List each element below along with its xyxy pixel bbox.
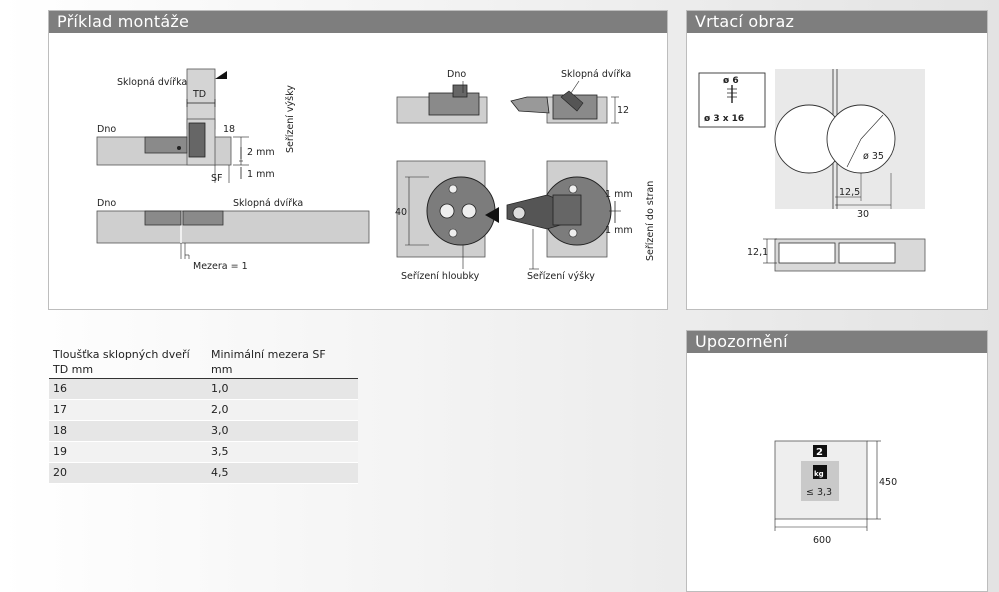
cell-thickness: 18: [49, 420, 207, 442]
label-sklopna-dvirka-3: Sklopná dvířka: [561, 69, 631, 80]
label-sklopna-dvirka-2: Sklopná dvířka: [233, 198, 303, 209]
label-2mm: 2 mm: [247, 147, 275, 158]
cell-thickness: 20: [49, 462, 207, 484]
table-row: 16 1,0: [49, 378, 358, 400]
cell-gap: 1,0: [207, 378, 358, 400]
table-row: 19 3,5: [49, 441, 358, 463]
header-min-gap: Minimální mezera SF mm: [207, 346, 358, 379]
mounting-diagram: Sklopná dvířka TD Dno 18 Seřízení výšky …: [96, 68, 656, 282]
cell-gap: 4,5: [207, 462, 358, 484]
label-1mm-a: 1 mm: [605, 189, 633, 200]
screw-size: ø 3 x 16: [704, 114, 744, 124]
table-row: 18 3,0: [49, 420, 358, 442]
mounting-panel: Příklad montáže Sklopná dvířka TD Dno 18…: [48, 10, 668, 310]
label-sf: SF: [211, 173, 223, 184]
gap-table: Tloušťka sklopných dveří TD mm Minimální…: [49, 346, 358, 484]
count-badge: 2: [816, 447, 823, 458]
screw-diameter: ø 6: [723, 76, 739, 86]
drilling-panel: Vrtací obraz ø 6 ø 3 x 16 ø 35 12,5 30 1…: [686, 10, 988, 310]
dim-width: 600: [813, 535, 831, 546]
label-serizeni-hloubky: Seřízení hloubky: [401, 271, 480, 282]
label-serizeni-vysky: Seřízení výšky: [527, 271, 595, 282]
cup-diameter: ø 35: [863, 151, 884, 162]
cell-thickness: 16: [49, 378, 207, 400]
label-mezera: Mezera = 1: [193, 261, 248, 272]
label-dno-2: Dno: [97, 198, 116, 209]
label-dno-3: Dno: [447, 69, 466, 80]
label-1mm: 1 mm: [247, 169, 275, 180]
warning-diagram: 2 kg ≤ 3,3 450 600: [774, 440, 897, 546]
label-12: 12: [617, 105, 629, 116]
label-40: 40: [395, 207, 407, 218]
gap-table-wrapper: Tloušťka sklopných dveří TD mm Minimální…: [49, 346, 358, 484]
header-door-thickness: Tloušťka sklopných dveří TD mm: [49, 346, 207, 379]
label-serizeni-do-stran: Seřízení do stran: [645, 181, 656, 261]
warning-panel: Upozornění 2 kg ≤ 3,3 450 600: [686, 330, 988, 592]
table-row: 20 4,5: [49, 462, 358, 484]
mounting-title: Příklad montáže: [49, 11, 667, 33]
warning-title: Upozornění: [687, 331, 987, 353]
drilling-diagram: ø 6 ø 3 x 16 ø 35 12,5 30 12,1: [698, 69, 926, 272]
dim-12-1: 12,1: [747, 247, 768, 258]
label-td: TD: [192, 89, 206, 100]
weight-limit: ≤ 3,3: [806, 487, 832, 498]
weight-icon: kg: [814, 470, 824, 478]
table-row: 17 2,0: [49, 399, 358, 421]
drilling-title: Vrtací obraz: [687, 11, 987, 33]
cell-thickness: 17: [49, 399, 207, 421]
label-18: 18: [223, 124, 235, 135]
cell-gap: 3,0: [207, 420, 358, 442]
label-sklopna-dvirka-1: Sklopná dvířka: [117, 77, 187, 88]
label-serizeni-vysky-vertical: Seřízení výšky: [285, 85, 296, 153]
label-dno-1: Dno: [97, 124, 116, 135]
cell-thickness: 19: [49, 441, 207, 463]
dim-12-5: 12,5: [839, 187, 860, 198]
dim-height: 450: [879, 477, 897, 488]
dim-30: 30: [857, 209, 869, 220]
label-1mm-b: 1 mm: [605, 225, 633, 236]
cell-gap: 3,5: [207, 441, 358, 463]
table-header-row: Tloušťka sklopných dveří TD mm Minimální…: [49, 346, 358, 379]
cell-gap: 2,0: [207, 399, 358, 421]
